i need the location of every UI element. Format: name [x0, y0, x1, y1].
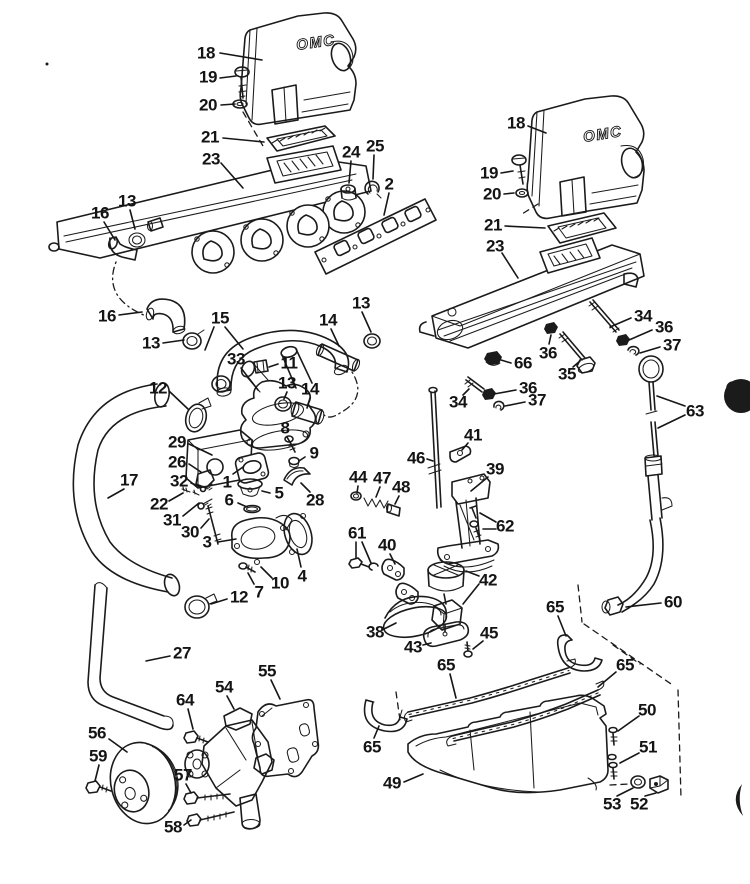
stud-34-lower	[464, 376, 485, 393]
bolt-8	[284, 435, 296, 453]
manifold-riser-collar-left	[266, 145, 342, 184]
hose-clamp-12-upper	[184, 397, 212, 433]
outlet-gasket-4	[283, 512, 313, 556]
exhaust-manifold-right	[418, 237, 645, 349]
pump-gasket-55	[251, 698, 320, 778]
pump-bolt-64	[183, 730, 209, 744]
pan-bolt-50	[608, 726, 618, 746]
relief-valve-44-47-48	[350, 491, 401, 517]
dipstick-63	[638, 355, 664, 477]
retainer-plate-41	[449, 445, 472, 463]
bypass-hose-15	[211, 329, 350, 397]
pan-bolt-51	[607, 753, 618, 780]
bolt-washer-61	[348, 557, 379, 571]
stud-34-upper	[588, 299, 620, 333]
omc-logo-right: OMC	[582, 123, 624, 146]
water-hose-16	[145, 298, 205, 350]
cover-plate-43	[422, 621, 470, 648]
oil-pan-49	[407, 694, 609, 794]
cover-washer-right	[515, 188, 529, 198]
screw-32	[199, 483, 213, 493]
manifold-riser-collar-right	[539, 237, 601, 274]
oil-pump-driveshaft-46	[427, 386, 442, 509]
hose-14-lower	[274, 396, 325, 425]
water-fitting-upper	[107, 232, 147, 317]
bracket-26	[195, 469, 215, 489]
scan-speck	[45, 62, 49, 66]
water-pump-54	[184, 707, 275, 830]
pan-gasket-rails-65	[403, 658, 605, 747]
bolt-35	[558, 331, 596, 374]
crank-pulley-56	[109, 741, 179, 825]
exhaust-cover-right: OMC	[521, 95, 645, 220]
nut-36-lower	[482, 388, 496, 400]
small-clamp-25	[364, 180, 382, 199]
nut-36-black	[544, 322, 558, 334]
cover-screw-right	[511, 154, 527, 185]
coupling-42	[427, 561, 465, 631]
manifold-end-gasket	[314, 198, 437, 275]
nut-36-upper	[616, 334, 630, 346]
hose-clamp-12-lower	[184, 593, 218, 619]
bolt-45	[463, 641, 473, 658]
exhaust-port-flanges-left	[191, 190, 366, 274]
nut-66	[484, 351, 502, 366]
riser-gasket-left	[266, 125, 336, 152]
alignment-dashes	[395, 584, 682, 799]
pulley-bolt-59	[85, 780, 112, 794]
thermostat-5	[237, 478, 263, 497]
big-hose-17	[72, 382, 181, 597]
pipe-plug	[340, 184, 357, 201]
washer-37-lower	[493, 400, 505, 411]
rear-seal-65-right	[556, 634, 603, 672]
scan-artifact-crescent	[735, 784, 743, 816]
o-ring-6	[243, 504, 261, 514]
stud-30	[205, 505, 222, 545]
front-seal-65-left	[363, 699, 408, 733]
drain-washer-53	[630, 775, 646, 789]
dipstick-tube-60	[601, 474, 673, 616]
riser-gasket-right	[547, 212, 617, 244]
clamp-bracket-28	[283, 466, 311, 486]
scan-artifact-hole	[724, 379, 750, 413]
exhaust-cover-left: OMC	[239, 12, 357, 126]
bolt-7-washer-10	[238, 558, 261, 573]
cover-screw-left	[234, 66, 250, 99]
pump-bolt-57	[183, 791, 231, 805]
drive-belt-27	[87, 582, 174, 731]
washer-37-upper	[627, 345, 640, 356]
callout-leader-lines	[94, 52, 686, 826]
screws-22	[181, 486, 200, 496]
cotter-and-bolt-62	[469, 505, 482, 541]
exhaust-manifold-left	[48, 145, 372, 274]
nut-9	[288, 456, 300, 469]
hose-tube-14-upper	[315, 333, 381, 418]
omc-logo-left: OMC	[295, 32, 336, 54]
drain-plug-52	[649, 775, 669, 794]
fitting-11	[253, 359, 269, 374]
water-outlet-3	[230, 514, 293, 560]
oil-pump-39	[436, 473, 500, 573]
pump-bolt-58	[186, 811, 235, 827]
